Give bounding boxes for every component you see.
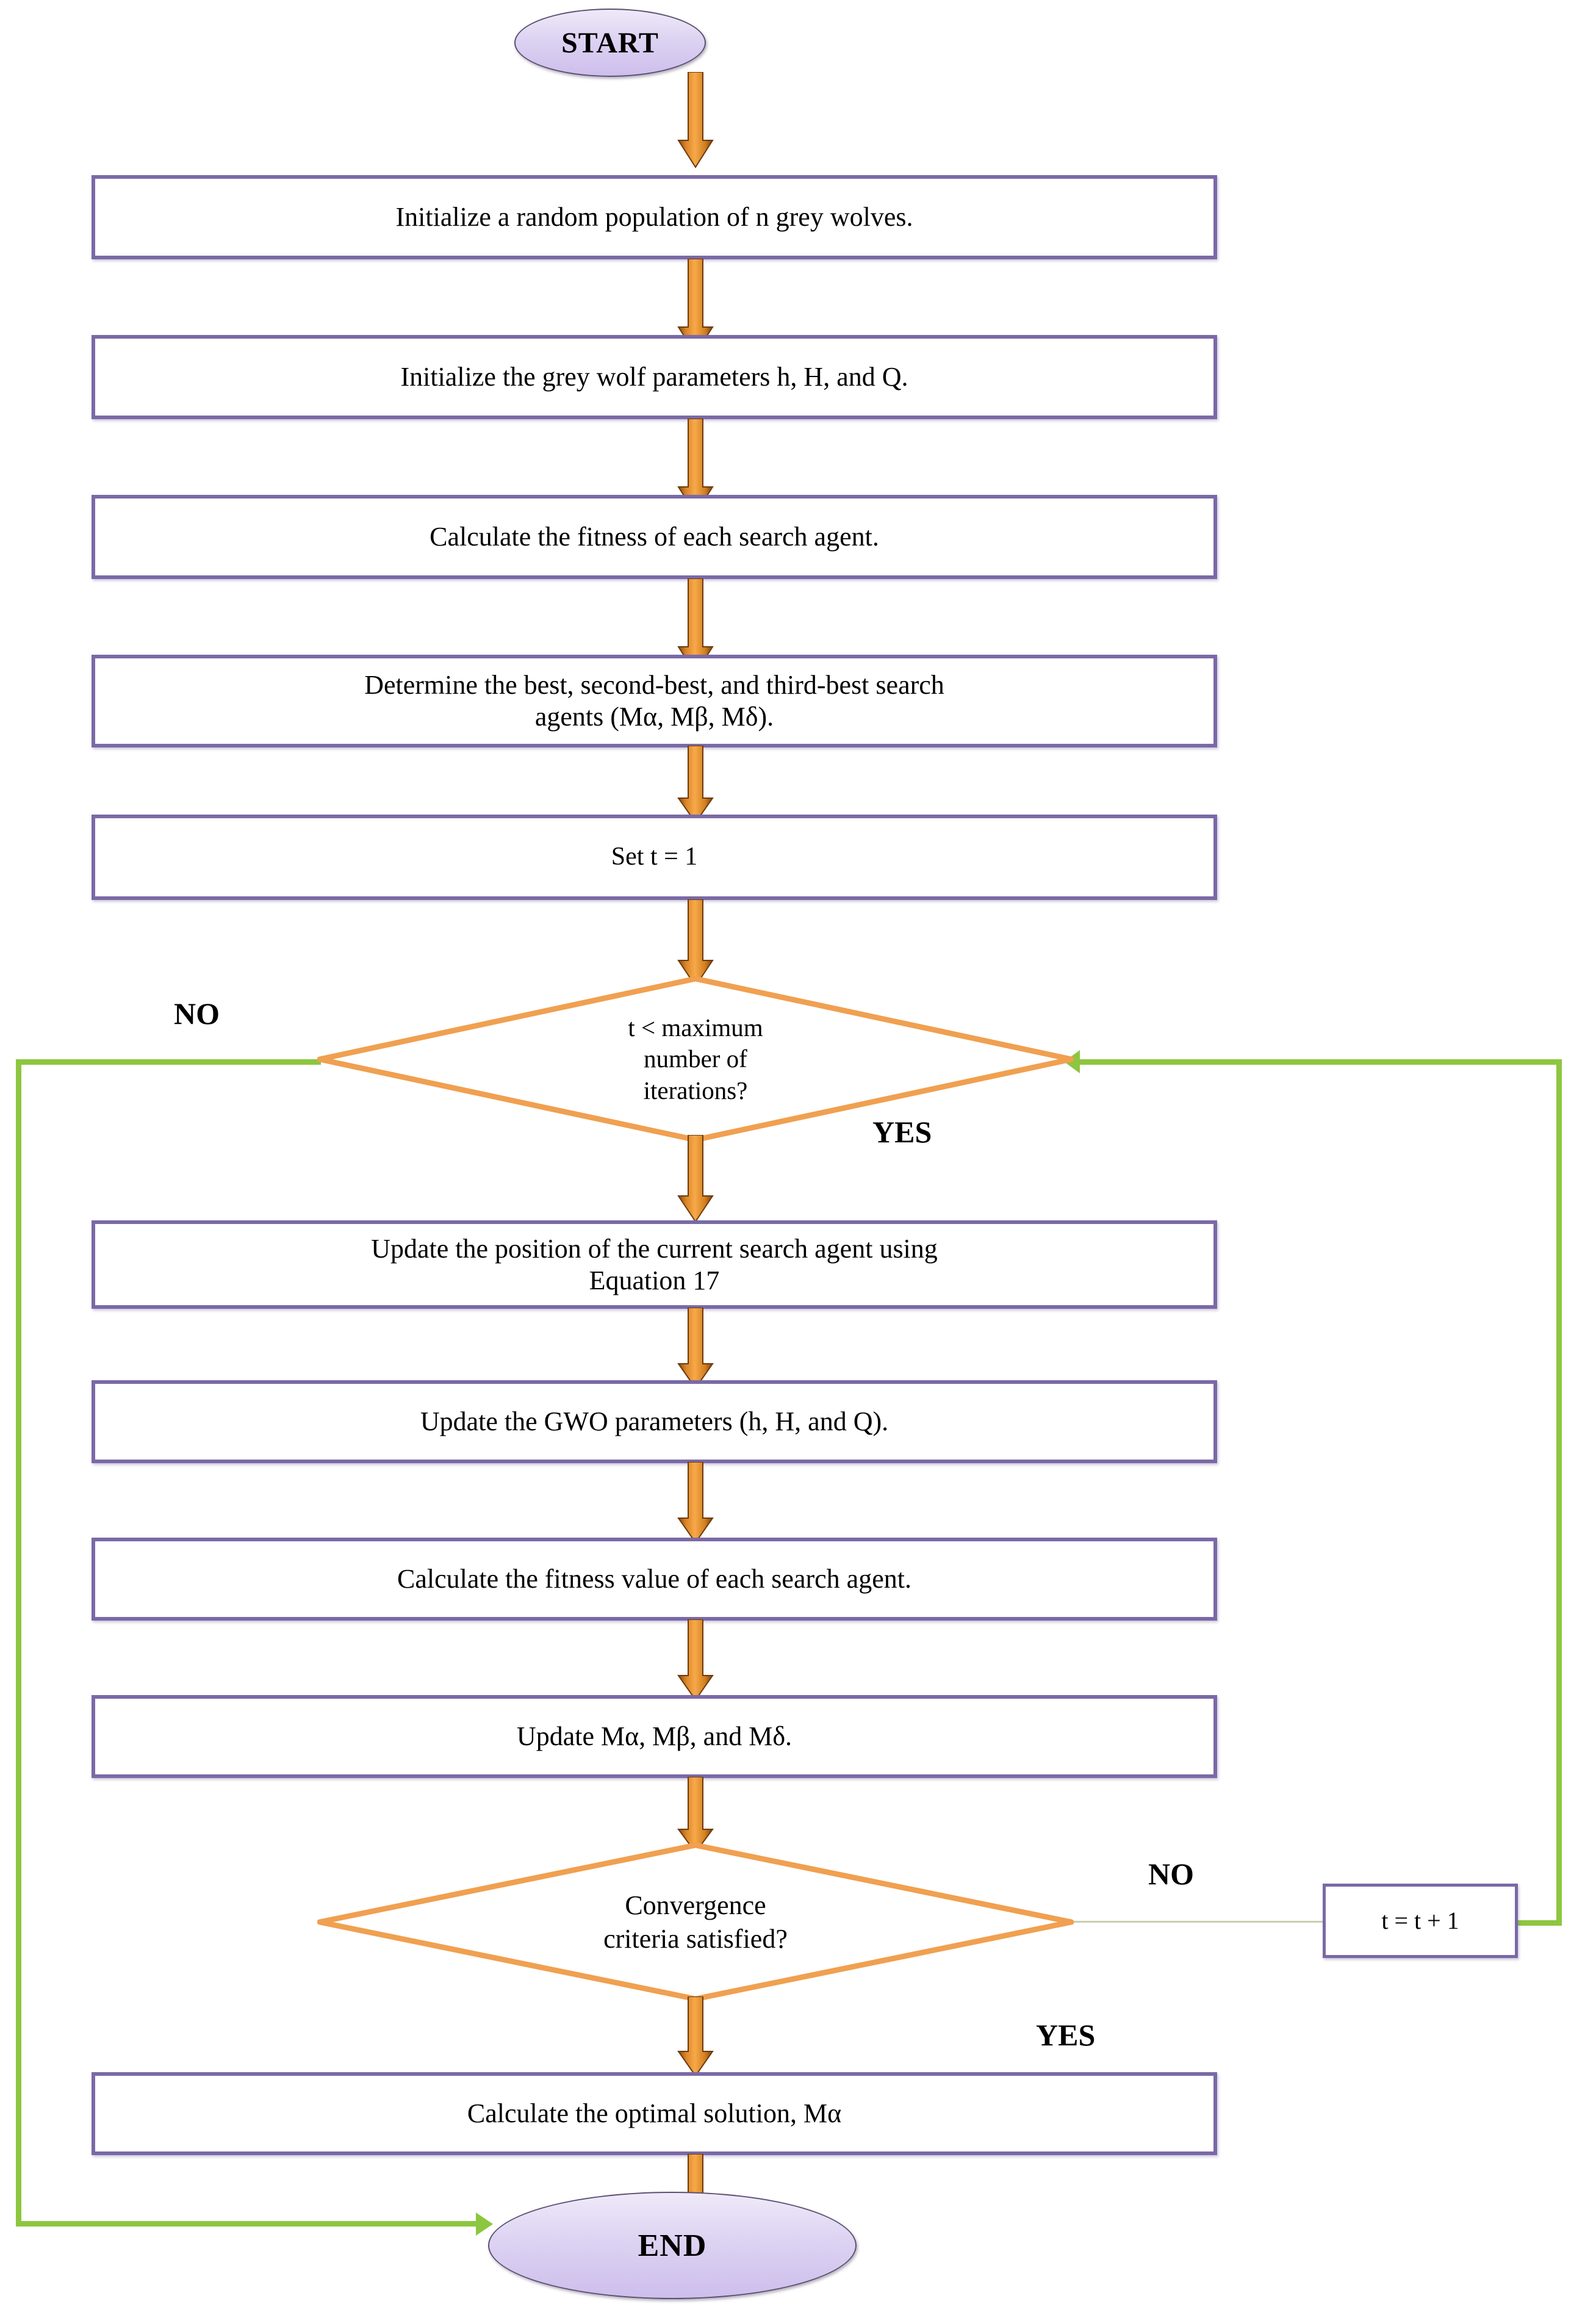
node-update-position-line2: Equation 17 [589,1265,720,1295]
loop-line-d1-no [16,1059,321,1065]
node-convergence-check: Convergence criteria satisfied? [317,1843,1074,2001]
node-determine-best-agents-line1: Determine the best, second-best, and thi… [364,670,944,700]
edge-label-d2-no: NO [1148,1857,1194,1891]
node-update-gwo-parameters: Update the GWO parameters (h, H, and Q). [92,1380,1217,1463]
edge-label-d1-no: NO [174,996,220,1031]
node-determine-best-agents: Determine the best, second-best, and thi… [92,655,1217,747]
node-calculate-fitness: Calculate the fitness of each search age… [92,495,1217,579]
node-determine-best-agents-line2: agents (Mα, Mβ, Mδ). [534,702,774,732]
node-end: END [488,2192,857,2299]
node-set-t: Set t = 1 [92,815,1217,900]
arrow-p4-to-p5 [675,746,716,825]
node-update-leaders-label: Update Mα, Mβ, and Mδ. [516,1721,793,1752]
node-update-position: Update the position of the current searc… [92,1220,1217,1309]
node-initialize-population-label: Initialize a random population of n grey… [395,202,913,232]
edge-label-d2-yes: YES [1036,2018,1096,2052]
node-calculate-fitness-value-label: Calculate the fitness value of each sear… [397,1564,911,1594]
edge-label-d1-yes: YES [872,1115,932,1149]
node-initialize-population: Initialize a random population of n grey… [92,175,1217,259]
arrow-p9-to-d2 [675,1777,716,1855]
node-optimal-solution: Calculate the optimal solution, Mα [92,2072,1217,2155]
arrow-d2-to-p11 [675,1996,716,2078]
node-increment-t-label: t = t + 1 [1381,1907,1459,1935]
arrow-p5-to-d1 [675,899,716,988]
arrow-p7-to-p8 [675,1462,716,1545]
node-start: START [514,9,706,77]
node-optimal-solution-label: Calculate the optimal solution, Mα [467,2098,842,2129]
node-update-position-line1: Update the position of the current searc… [371,1233,938,1264]
node-end-label: END [638,2228,707,2263]
node-calculate-fitness-label: Calculate the fitness of each search age… [430,522,879,552]
node-initialize-parameters-label: Initialize the grey wolf parameters h, H… [400,362,908,392]
arrow-p8-to-p9 [675,1619,716,1702]
node-increment-t: t = t + 1 [1323,1884,1518,1958]
loop-line-to-end [16,2221,478,2227]
node-initialize-parameters: Initialize the grey wolf parameters h, H… [92,335,1217,419]
node-update-leaders: Update Mα, Mβ, and Mδ. [92,1695,1217,1778]
arrow-p6-to-p7 [675,1308,716,1391]
node-calculate-fitness-value: Calculate the fitness value of each sear… [92,1538,1217,1621]
node-update-gwo-parameters-label: Update the GWO parameters (h, H, and Q). [420,1406,889,1437]
node-iteration-check: t < maximum number of iterations? [317,976,1074,1142]
loop-line-right-vertical [1556,1059,1562,1926]
node-set-t-label: Set t = 1 [611,843,698,871]
loop-arrowhead-into-end [476,2212,493,2236]
arrow-start-to-p1 [675,72,716,170]
arrow-d1-to-p6 [675,1135,716,1224]
loop-line-left-vertical [16,1059,21,2227]
loop-line-top-right [1074,1059,1562,1065]
edge-d2-no-to-increment [1073,1921,1323,1923]
node-start-label: START [561,26,659,59]
